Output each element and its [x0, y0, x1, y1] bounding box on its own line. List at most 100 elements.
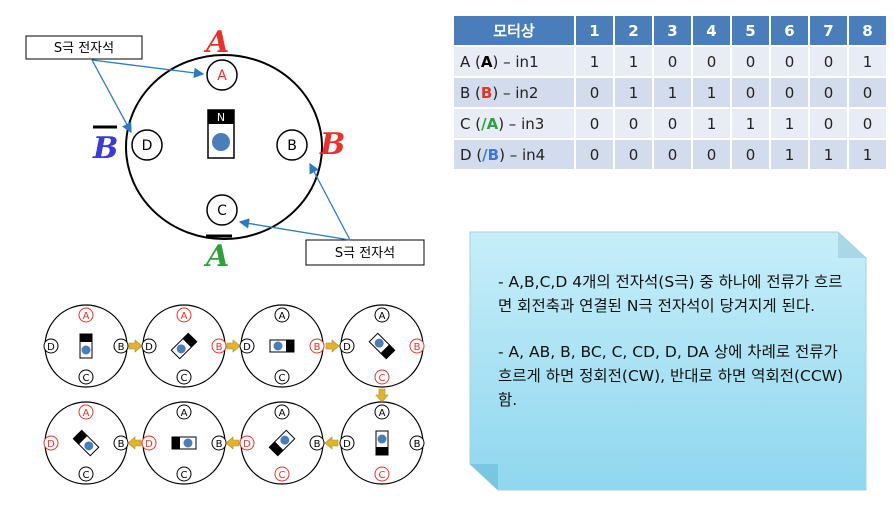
rotor: N	[207, 109, 235, 159]
phase-cell: 0	[849, 109, 886, 138]
step-pole-b	[409, 338, 425, 354]
step-pole-label: B	[314, 439, 321, 450]
step-arrow	[325, 339, 340, 353]
step-pole-label: C	[83, 373, 90, 384]
step-pole-a	[78, 307, 94, 323]
phase-cell: 0	[576, 78, 613, 107]
step-pole-c	[274, 466, 290, 482]
pole-b	[276, 129, 308, 161]
phase-table-header: 모터상 1 2 3 4 5 6 7 8	[454, 16, 886, 45]
note-text: - A,B,C,D 4개의 전자석(S극) 중 하나에 전류가 흐르면 회전축과…	[498, 270, 844, 434]
step-pole-label: C	[279, 373, 286, 384]
phase-row-label: A (A) – in1	[454, 47, 574, 76]
callout-bottom-text: S극 전자석	[335, 246, 395, 261]
note-paragraph-2: - A, AB, B, BC, C, CD, D, DA 상에 차례로 전류가 …	[498, 343, 844, 409]
step-pole-label: B	[216, 342, 223, 353]
header-cell: 3	[654, 16, 691, 45]
step-pole-label: A	[83, 408, 90, 419]
step-pole-label: A	[379, 311, 386, 322]
step-rotor	[79, 333, 93, 359]
step-pole-a	[176, 404, 192, 420]
letter-a: A	[203, 25, 229, 60]
step-pole-label: D	[47, 439, 55, 450]
callout-top-arrow-a	[91, 59, 205, 79]
callout-top-text: S극 전자석	[54, 41, 114, 56]
letter-b-bar: B	[92, 131, 118, 166]
step-pole-c	[176, 369, 192, 385]
header-cell: 6	[771, 16, 808, 45]
rotor-magnet	[212, 133, 230, 151]
step-pole-label: D	[343, 342, 351, 353]
callout-bottom-arrow-b	[309, 162, 351, 241]
phase-cell: 1	[654, 78, 691, 107]
step-pole-d	[239, 435, 255, 451]
phase-cell: 1	[810, 140, 847, 169]
header-cell: 모터상	[454, 16, 574, 45]
step-pole-d	[43, 338, 59, 354]
step-rotor	[72, 429, 100, 457]
step-pole-c	[78, 369, 94, 385]
step-pole-label: D	[243, 342, 251, 353]
pole-c-label: C	[217, 203, 227, 219]
step-pole-label: B	[216, 439, 223, 450]
step-pole-label: B	[314, 342, 321, 353]
step-pole-c	[374, 466, 390, 482]
step-pole-label: A	[181, 408, 188, 419]
step-pole-a	[374, 404, 390, 420]
phase-cell: 0	[771, 78, 808, 107]
step-arrow	[226, 339, 241, 353]
step-pole-label: A	[279, 408, 286, 419]
phase-cell: 0	[849, 78, 886, 107]
step-pole-label: A	[83, 311, 90, 322]
step-pole-label: D	[343, 439, 351, 450]
step-pole-d	[43, 435, 59, 451]
pole-c	[206, 194, 238, 226]
header-cell: 7	[810, 16, 847, 45]
step-pole-c	[374, 369, 390, 385]
header-cell: 2	[615, 16, 652, 45]
step-pole-b	[113, 338, 129, 354]
phase-cell: 0	[732, 47, 769, 76]
phase-cell: 1	[693, 78, 730, 107]
phase-cell: 0	[615, 109, 652, 138]
step-pole-label: B	[414, 342, 421, 353]
step-pole-a	[176, 307, 192, 323]
pole-d	[131, 129, 163, 161]
pole-b-label: B	[287, 138, 297, 154]
phase-row-label: D (/B) – in4	[454, 140, 574, 169]
callout-bottom-arrow-c	[238, 218, 351, 241]
phase-cell: 0	[810, 47, 847, 76]
step-arrow	[127, 436, 142, 450]
phase-cell: 0	[693, 47, 730, 76]
phase-cell: 0	[576, 109, 613, 138]
step-pole-label: B	[414, 439, 421, 450]
step-pole-c	[274, 369, 290, 385]
phase-row-label: B (B) – in2	[454, 78, 574, 107]
phase-cell: 1	[576, 47, 613, 76]
step-rotor	[268, 429, 296, 457]
step-pole-label: B	[118, 342, 125, 353]
step-pole-d	[339, 435, 355, 451]
header-cell: 1	[576, 16, 613, 45]
phase-cell: 0	[732, 78, 769, 107]
step-pole-a	[78, 404, 94, 420]
step-pole-label: C	[83, 470, 90, 481]
step-rotor	[375, 430, 389, 456]
step-arrow	[375, 388, 389, 403]
step-arrow	[225, 436, 240, 450]
phase-cell: 0	[615, 140, 652, 169]
header-cell: 8	[849, 16, 886, 45]
letter-a-bar: A	[203, 239, 229, 274]
step-pole-d	[339, 338, 355, 354]
phase-cell: 1	[771, 109, 808, 138]
step-pole-b	[309, 435, 325, 451]
step-pole-d	[141, 435, 157, 451]
step-pole-label: C	[279, 470, 286, 481]
phase-cell: 1	[849, 140, 886, 169]
